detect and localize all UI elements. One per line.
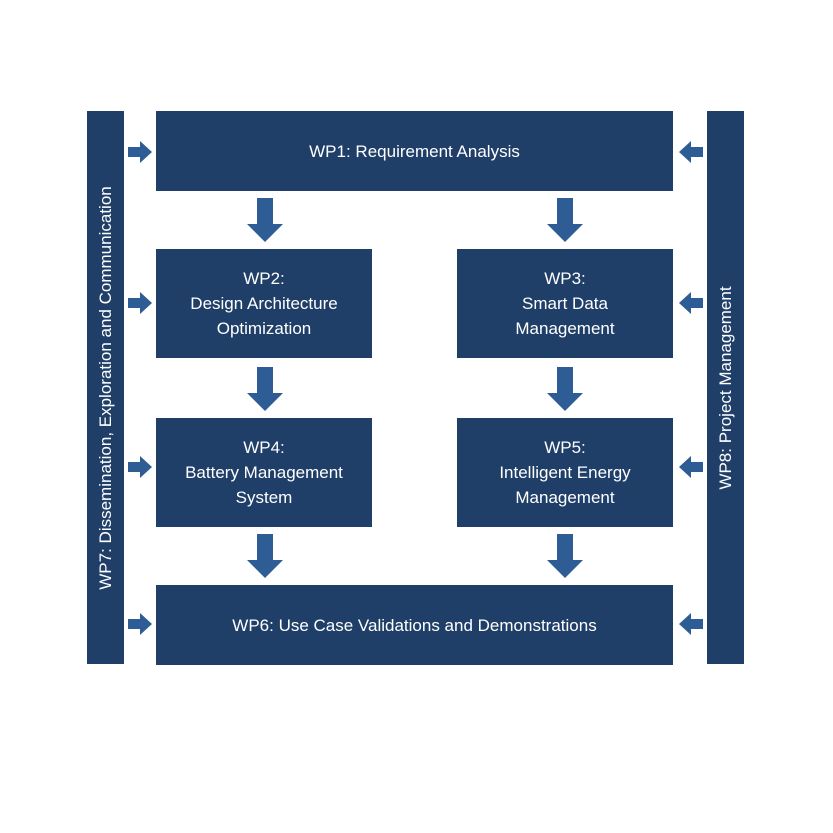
wp2-line-2: Design Architecture (190, 294, 338, 313)
wp7-label: WP7: Dissemination, Exploration and Comm… (95, 185, 115, 590)
wp5-line-2: Intelligent Energy (499, 463, 631, 482)
arrow-wp3-to-wp5 (547, 367, 583, 411)
wp8-bar: WP8: Project Management (707, 111, 744, 664)
arrow-wp8-to-wp3 (679, 292, 703, 314)
wp4-line-2: Battery Management (185, 463, 343, 482)
wp3-line-1: WP3: (544, 269, 586, 288)
arrow-wp1-to-wp2 (247, 198, 283, 242)
wp2-line-1: WP2: (243, 269, 285, 288)
wp1-line-1: WP1: Requirement Analysis (309, 141, 520, 161)
wp3-line-3: Management (515, 319, 615, 338)
arrow-wp4-to-wp6 (247, 534, 283, 578)
wp5-line-3: Management (515, 488, 615, 507)
wp6-box: WP6: Use Case Validations and Demonstrat… (156, 585, 673, 665)
wp5-line-1: WP5: (544, 438, 586, 457)
wp1-box: WP1: Requirement Analysis (156, 111, 673, 191)
arrow-wp8-to-wp1 (679, 141, 703, 163)
wp2-box: WP2: Design Architecture Optimization (156, 249, 372, 358)
wp7-bar: WP7: Dissemination, Exploration and Comm… (87, 111, 124, 664)
arrow-wp8-to-wp5 (679, 456, 703, 478)
wp8-label: WP8: Project Management (715, 285, 735, 490)
arrow-wp7-to-wp4 (128, 456, 152, 478)
wp6-line-1: WP6: Use Case Validations and Demonstrat… (232, 615, 597, 635)
wp4-line-3: System (235, 488, 293, 507)
arrow-wp2-to-wp4 (247, 367, 283, 411)
arrow-wp1-to-wp3 (547, 198, 583, 242)
wp4-line-1: WP4: (243, 438, 285, 457)
wp5-box: WP5: Intelligent Energy Management (457, 418, 673, 527)
arrow-wp5-to-wp6 (547, 534, 583, 578)
wp4-box: WP4: Battery Management System (156, 418, 372, 527)
arrow-wp8-to-wp6 (679, 613, 703, 635)
arrow-wp7-to-wp2 (128, 292, 152, 314)
wp3-box: WP3: Smart Data Management (457, 249, 673, 358)
wp3-line-2: Smart Data (522, 294, 608, 313)
wp2-line-3: Optimization (216, 319, 312, 338)
arrow-wp7-to-wp1 (128, 141, 152, 163)
arrow-wp7-to-wp6 (128, 613, 152, 635)
